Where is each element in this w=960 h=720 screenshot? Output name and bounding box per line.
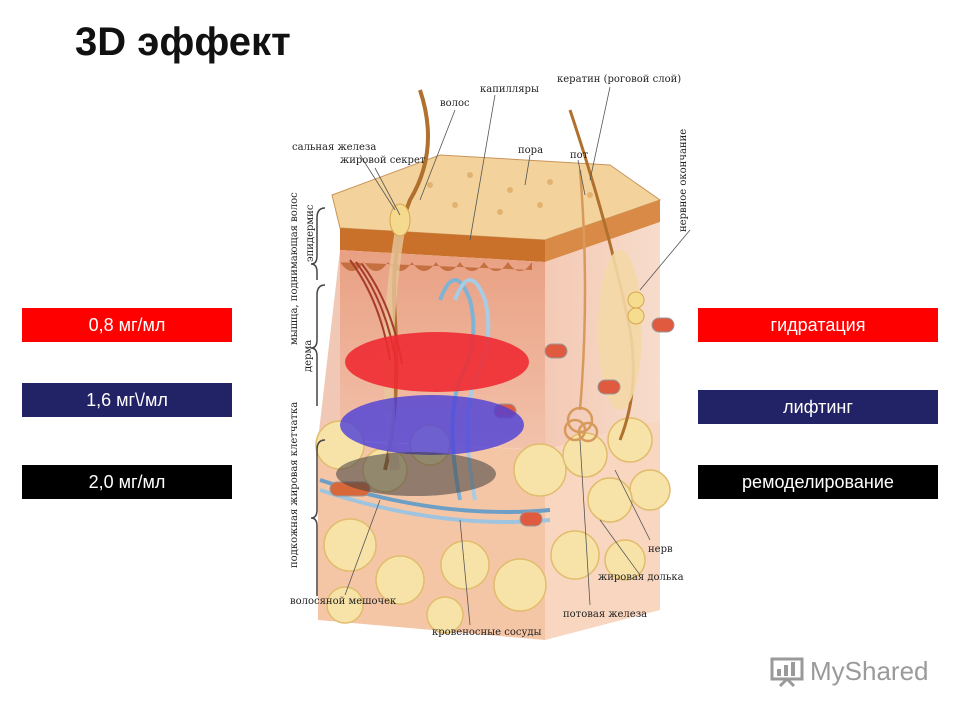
label-dermis: дерма	[303, 340, 314, 372]
depth-oval-blue	[340, 395, 524, 455]
label-nerve: нерв	[648, 544, 673, 555]
label-hair: волос	[440, 98, 470, 109]
badge-concentration-1-6: 1,6 мг\/мл	[22, 383, 232, 417]
label-hair-follicle: волосяной мешочек	[290, 596, 397, 607]
leader-lines	[344, 86, 691, 626]
depth-oval-red	[345, 332, 529, 392]
label-epidermis: эпидермис	[305, 204, 316, 262]
fat-lobules	[315, 417, 671, 634]
label-capillaries: капилляры	[480, 84, 539, 95]
presentation-icon	[770, 657, 804, 687]
page-title: 3D эффект	[75, 20, 291, 64]
label-pore: пора	[518, 145, 543, 156]
label-nerve-ending: нервное окончание	[678, 129, 689, 232]
badge-remodeling: ремоделирование	[698, 465, 938, 499]
label-sebaceous-gland: сальная железа	[292, 142, 376, 153]
badge-lifting: лифтинг	[698, 390, 938, 424]
label-blood-vessels: кровеносные сосуды	[432, 627, 541, 638]
label-arrector-muscle: мышца, поднимающая волос	[289, 192, 300, 345]
label-fat-lobule: жировая долька	[598, 572, 684, 583]
depth-oval-dark	[336, 452, 496, 496]
myshared-logo: MyShared	[770, 656, 929, 687]
badge-concentration-0-8: 0,8 мг/мл	[22, 308, 232, 342]
layer-braces	[310, 207, 326, 596]
logo-text: MyShared	[810, 656, 929, 686]
label-fatty-secretion: жировой секрет	[340, 155, 426, 166]
label-sweat-gland: потовая железа	[563, 609, 647, 620]
sweat-gland	[563, 169, 599, 443]
badge-hydration: гидратация	[698, 308, 938, 342]
badge-concentration-2-0: 2,0 мг/мл	[22, 465, 232, 499]
label-subcutaneous: подкожная жировая клетчатка	[289, 402, 300, 568]
label-sweat: пот	[570, 150, 589, 161]
label-keratin: кератин (роговой слой)	[557, 74, 681, 85]
